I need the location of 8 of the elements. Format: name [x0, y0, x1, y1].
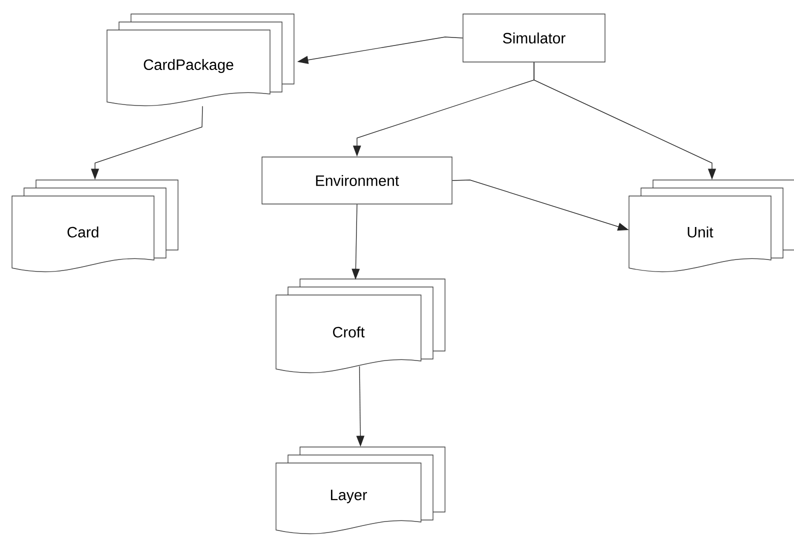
- multi-document-box: Card: [12, 180, 178, 272]
- multi-document-box: Croft: [276, 278, 446, 374]
- multi-document-box: Layer: [276, 446, 446, 534]
- process-box: Environment: [262, 156, 452, 204]
- node-label: Layer: [330, 490, 367, 504]
- process-box: Simulator: [462, 14, 606, 62]
- multi-document-box: Unit: [628, 180, 794, 272]
- multi-document-box: CardPackage: [106, 14, 294, 106]
